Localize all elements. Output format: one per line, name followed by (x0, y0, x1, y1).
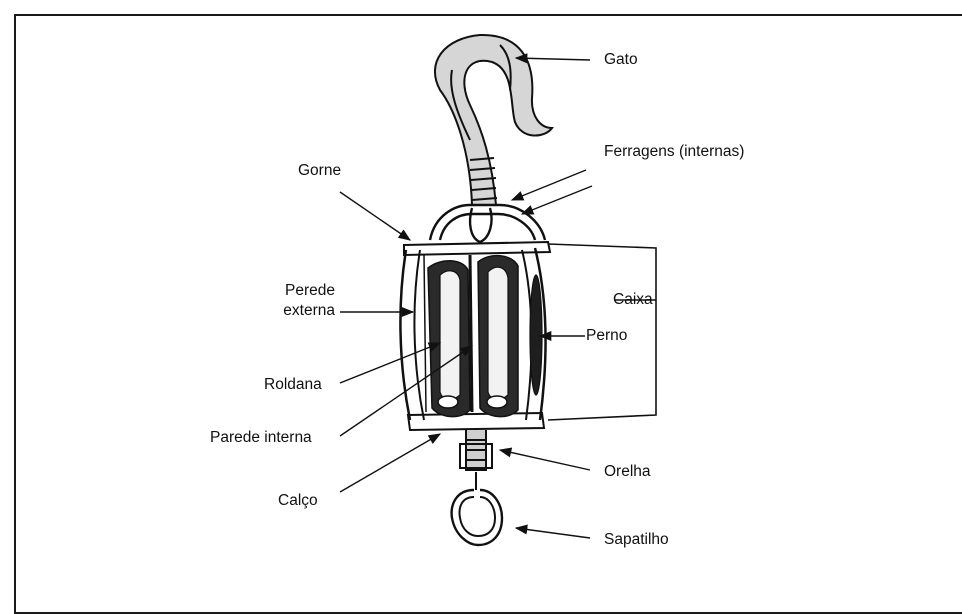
label-gorne: Gorne (298, 161, 341, 180)
label-roldana: Roldana (264, 375, 322, 394)
label-perede-externa-line2: externa (270, 301, 335, 320)
hook (435, 35, 552, 205)
label-ferragens: Ferragens (internas) (604, 142, 744, 161)
label-calco: Calço (278, 491, 318, 510)
pulley-block-diagram: Gato Ferragens (internas) Gorne Perede e… (0, 0, 962, 575)
label-parede-interna: Parede interna (210, 428, 312, 447)
label-sapatilho: Sapatilho (604, 530, 669, 549)
label-orelha: Orelha (604, 462, 651, 481)
pulley-illustration (0, 0, 962, 575)
label-perede-externa-line1: Perede (270, 281, 335, 300)
label-perno: Perno (586, 326, 627, 345)
bottom-eye (452, 430, 502, 545)
label-gato: Gato (604, 50, 638, 69)
label-caixa: Caixa (613, 290, 653, 309)
shackle (430, 205, 545, 242)
block-body (400, 242, 550, 430)
